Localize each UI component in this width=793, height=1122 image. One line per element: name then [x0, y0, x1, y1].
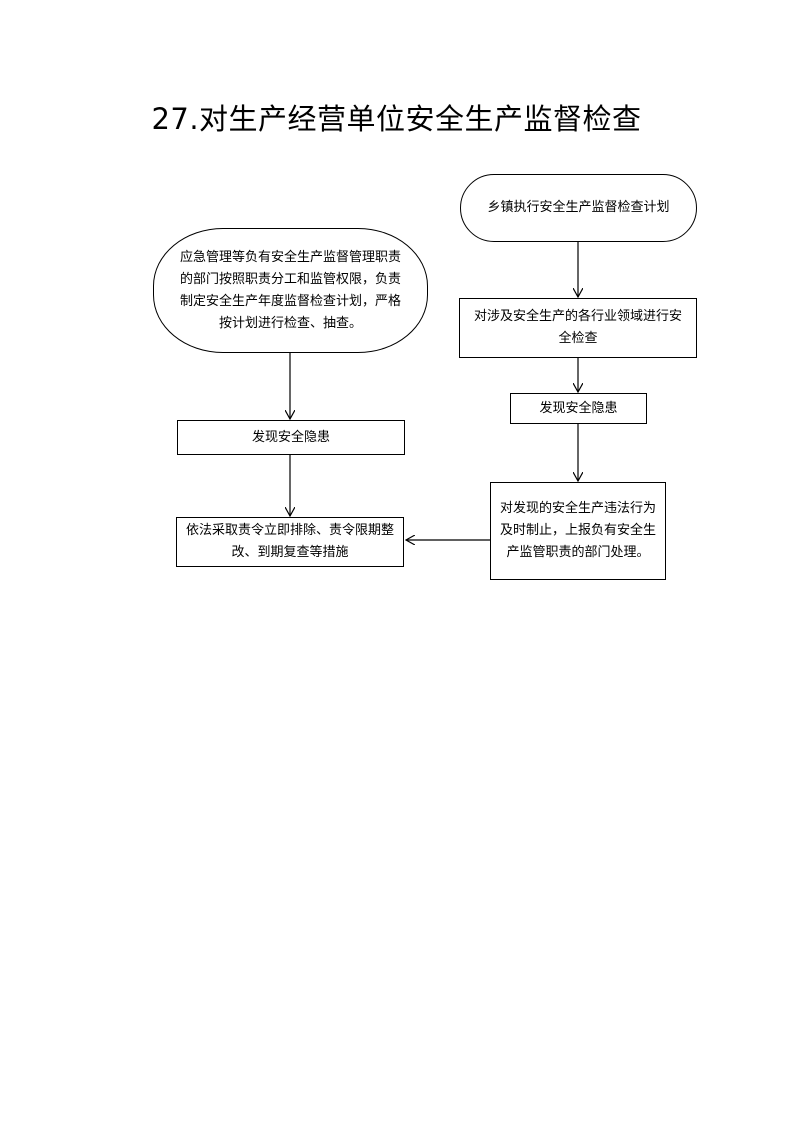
- dept-plan-node: 应急管理等负有安全生产监督管理职责的部门按照职责分工和监管权限，负责制定安全生产…: [153, 228, 428, 353]
- stop-violation-node: 对发现的安全生产违法行为及时制止，上报负有安全生产监管职责的部门处理。: [490, 482, 666, 580]
- find-hazard-left-text: 发现安全隐患: [251, 429, 330, 445]
- find-hazard-right-text: 发现安全隐患: [539, 400, 618, 416]
- inspect-industries-text: 对涉及安全生产的各行业领域进行安全检查: [473, 309, 682, 346]
- measures-node: 依法采取责令立即排除、责令限期整改、到期复查等措施: [176, 517, 404, 567]
- town-plan-node: 乡镇执行安全生产监督检查计划: [460, 174, 697, 242]
- stop-violation-text: 对发现的安全生产违法行为及时制止，上报负有安全生产监管职责的部门处理。: [499, 501, 656, 560]
- dept-plan-text: 应急管理等负有安全生产监督管理职责的部门按照职责分工和监管权限，负责制定安全生产…: [179, 249, 401, 331]
- find-hazard-right-node: 发现安全隐患: [510, 393, 647, 424]
- page-title: 27.对生产经营单位安全生产监督检查: [151, 102, 642, 136]
- measures-text: 依法采取责令立即排除、责令限期整改、到期复查等措施: [185, 523, 394, 560]
- town-plan-text: 乡镇执行安全生产监督检查计划: [487, 200, 670, 215]
- inspect-industries-node: 对涉及安全生产的各行业领域进行安全检查: [459, 298, 697, 358]
- find-hazard-left-node: 发现安全隐患: [177, 420, 405, 455]
